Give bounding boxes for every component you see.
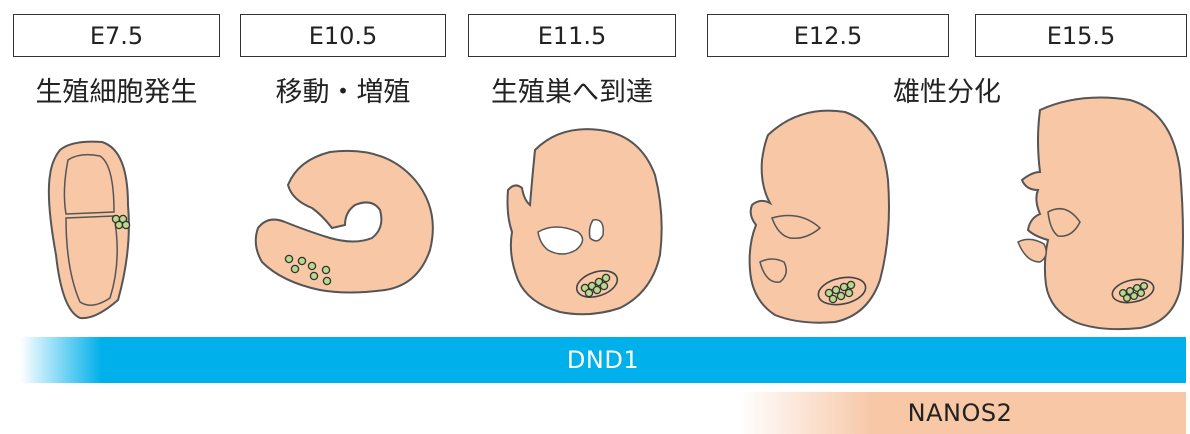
dnd1-bar-label: DND1: [20, 337, 1186, 383]
embryo-e10-5: [256, 151, 433, 293]
embryo-e7-5: [49, 142, 130, 319]
embryo-e12-5: [750, 111, 889, 323]
nanos2-bar-label: NANOS2: [890, 392, 1030, 434]
embryo-e11-5: [508, 129, 662, 314]
embryo-e15-5: [1018, 98, 1183, 330]
